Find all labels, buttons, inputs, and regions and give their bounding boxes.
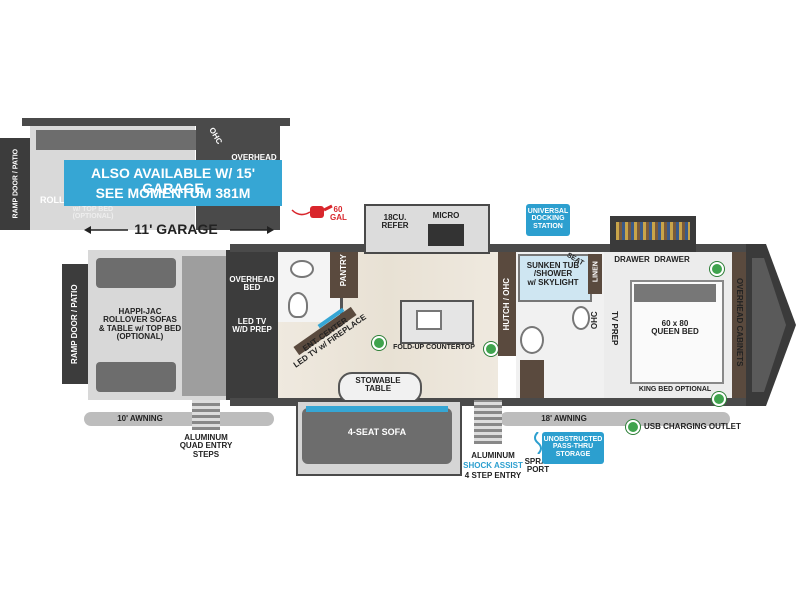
overhead-cabinets	[732, 252, 746, 398]
awning-10-label: 10' AWNING	[117, 414, 163, 423]
pass-thru-storage-label: UNOBSTRUCTED PASS-THRU STORAGE	[543, 436, 603, 458]
stowable-table-label: STOWABLE TABLE	[355, 376, 401, 394]
sunken-tub	[518, 254, 592, 302]
awning-10	[84, 412, 274, 426]
tv-prep-label: TV PREP	[610, 311, 620, 346]
awning-18	[500, 412, 730, 426]
garage-variant-callout: ALSO AVAILABLE W/ 15' GARAGE SEE MOMENTU…	[64, 160, 282, 206]
tub-label: SUNKEN TUB /SHOWER w/ SKYLIGHT	[526, 261, 580, 287]
hutch-label: HUTCH / OHC	[501, 277, 511, 331]
drawer-1-label: DRAWER	[614, 255, 650, 264]
overhead-cabinets-label: OVERHEAD CABINETS	[735, 277, 745, 367]
countertop-label: FOLD-UP COUNTERTOP	[393, 344, 475, 351]
garage-dimension-label: 11' GARAGE	[134, 221, 218, 237]
upper-ramp-door-label: RAMP DOOR / PATIO	[12, 148, 20, 219]
shock-assist-line-2: SHOCK ASSIST	[463, 461, 523, 470]
drawer-2-label: DRAWER	[654, 255, 690, 264]
pantry-label: PANTRY	[338, 254, 348, 287]
refer-label: 18CU. REFER	[381, 213, 409, 231]
linen-label: LINEN	[592, 261, 600, 283]
toilet-icon	[288, 292, 308, 318]
pantry	[330, 252, 358, 298]
callout-line-1: ALSO AVAILABLE W/ 15' GARAGE	[90, 165, 256, 196]
usb-outlet-icon	[710, 262, 724, 276]
kitchen-island	[400, 300, 474, 344]
upper-roll-fragment: ROLL	[40, 195, 65, 205]
quad-entry-steps	[192, 400, 220, 430]
main-top-wall	[230, 244, 750, 252]
shock-assist-line-1: ALUMINUM	[471, 451, 515, 460]
microwave	[428, 224, 464, 246]
lower-rollover-sofa	[96, 362, 176, 392]
usb-legend-label: USB CHARGING OUTLET	[644, 422, 741, 431]
quad-entry-steps-label: ALUMINUM QUAD ENTRY STEPS	[179, 433, 233, 459]
usb-outlet-icon	[484, 342, 498, 356]
sink-icon	[290, 260, 314, 278]
upper-variant-floorplan: RAMP DOOR / PATIO OHC OVERHEAD ROLL w/ T…	[0, 118, 290, 230]
micro-label: MICRO	[432, 211, 460, 220]
overhead-bed-label: OVERHEAD BED	[229, 275, 275, 293]
hutch	[498, 252, 516, 356]
bath-sink-icon	[572, 306, 590, 330]
shock-assist-line-3: 4 STEP ENTRY	[464, 471, 522, 480]
kitchen-slideout	[364, 204, 490, 254]
pass-thru-storage-badge	[542, 432, 604, 464]
garage-dimension-line	[84, 222, 274, 238]
fuel-capacity-label: 60 GAL	[330, 205, 347, 223]
four-seat-sofa	[302, 408, 452, 464]
docking-station-label: UNIVERSAL DOCKING STATION	[527, 208, 569, 230]
usb-outlet-icon	[372, 336, 386, 350]
ohc-label: OHC	[589, 311, 599, 330]
ramp-door-label: RAMP DOOR / PATIO	[69, 284, 79, 364]
bath-toilet-icon	[520, 326, 544, 354]
overhead-bed-zone	[226, 250, 278, 400]
shock-assist-steps	[474, 400, 502, 444]
awning-18-label: 18' AWNING	[541, 414, 587, 423]
usb-legend-icon	[626, 420, 640, 434]
four-seat-sofa-label: 4-SEAT SOFA	[347, 427, 407, 437]
upper-overhead-label: OVERHEAD	[231, 153, 277, 162]
fuel-nozzle-icon	[290, 200, 334, 229]
led-tv-wd-label: LED TV W/D PREP	[232, 317, 272, 335]
usb-outlet-icon	[712, 392, 726, 406]
queen-bed-label: 60 x 80 QUEEN BED	[651, 319, 699, 337]
docking-station-badge	[526, 204, 570, 236]
upper-bed-fragment: w/ TOP BED (OPTIONAL)	[72, 206, 114, 221]
spray-port-icon	[532, 431, 544, 455]
front-cap	[746, 244, 800, 406]
king-bed-label: KING BED OPTIONAL	[638, 386, 712, 393]
sofas-label: HAPPI-JAC ROLLOVER SOFAS & TABLE w/ TOP …	[98, 307, 182, 342]
island-sink-icon	[416, 310, 442, 330]
upper-rollover-sofa	[96, 258, 176, 288]
bath-cabinet	[520, 360, 544, 398]
ramp-door	[62, 264, 88, 384]
linen-cabinet	[588, 254, 602, 294]
spray-port-label: SPRAY PORT	[524, 457, 552, 475]
callout-line-2: SEE MOMENTUM 381M	[95, 185, 251, 201]
